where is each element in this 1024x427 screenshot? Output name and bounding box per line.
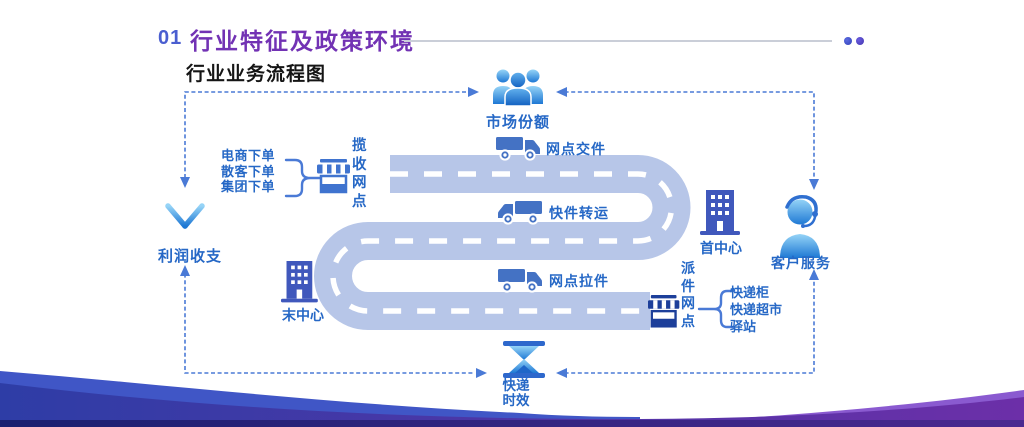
dashed-connector-bottom-right — [558, 271, 815, 374]
order-sources-list: 电商下单 散客下单 集团下单 — [221, 148, 275, 195]
profit-label: 利润收支 — [157, 248, 222, 265]
delivery-endpoint-item: 驿站 — [730, 319, 757, 334]
decor-dot-icon — [856, 37, 864, 45]
timeliness-hourglass-icon — [503, 341, 545, 378]
dashed-connector-top-right — [558, 91, 815, 178]
transfer-truck-icon — [497, 200, 543, 225]
order-source-item: 电商下单 — [221, 148, 276, 163]
decor-dot-icon — [844, 37, 852, 45]
market-share-people-icon — [493, 69, 543, 107]
timeliness-line2: 时效 — [502, 393, 530, 408]
timeliness-line1: 快递 — [502, 378, 530, 393]
wave-decoration — [0, 371, 1024, 427]
first-center-building-icon — [700, 190, 740, 235]
profit-yen-icon — [165, 203, 205, 248]
customer-service-headset-icon — [780, 194, 820, 258]
customer-service-label: 客户服务 — [771, 255, 831, 271]
road-step-outlet-deliver-label: 网点交件 — [546, 141, 606, 157]
delivery-endpoint-item: 快递超市 — [730, 302, 783, 317]
section-number: 01 — [158, 27, 183, 49]
collection-outlet-storefront-icon — [315, 157, 352, 194]
connector-arrowheads — [180, 87, 819, 378]
delivery-outlet-storefront-icon — [646, 293, 681, 328]
collection-outlet-label: 揽收网点 — [352, 138, 367, 210]
road-path — [314, 155, 691, 330]
page-title: 行业特征及政策环境 — [190, 28, 415, 54]
order-source-item: 散客下单 — [221, 163, 276, 179]
outlet-pull-truck-icon — [497, 268, 543, 293]
brace-order-sources — [284, 158, 323, 198]
road-step-transfer-label: 快件转运 — [549, 205, 609, 221]
timeliness-label: 快递 时效 — [486, 378, 546, 408]
market-share-label: 市场份额 — [485, 114, 550, 131]
brace-delivery-endpoints — [697, 289, 736, 329]
order-source-item: 集团下单 — [221, 179, 276, 194]
dashed-connector-bottom-left — [184, 267, 475, 374]
delivery-outlet-label: 派件网点 — [681, 260, 695, 329]
delivery-endpoint-item: 快递柜 — [730, 285, 770, 300]
road-step-outlet-pull-label: 网点拉件 — [549, 273, 609, 289]
delivery-endpoints-list: 快递柜 快递超市 驿站 — [730, 284, 782, 335]
dashed-connector-top-left — [184, 91, 467, 178]
end-center-building-icon — [281, 261, 318, 303]
diagram-title: 行业业务流程图 — [186, 64, 327, 85]
title-underline — [404, 40, 832, 42]
end-center-label: 末中心 — [282, 307, 324, 323]
first-center-label: 首中心 — [700, 240, 742, 256]
